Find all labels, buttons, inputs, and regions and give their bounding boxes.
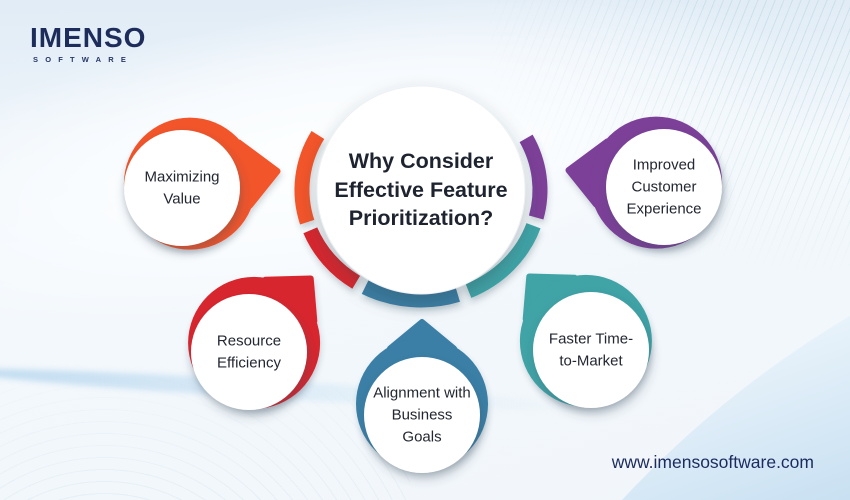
satellite-label-improved-customer-experience: Improved Customer Experience: [626, 156, 702, 217]
ring-segment-faster-time-to-market: [465, 222, 541, 298]
satellite-resource-efficiency: [188, 275, 321, 410]
satellite-disc: [124, 130, 240, 246]
satellite-label-resource-efficiency: Resource Efficiency: [216, 332, 282, 371]
satellite-improved-customer-experience: [565, 116, 723, 249]
satellite-disc: [606, 129, 722, 245]
satellite-label-maximizing-value: Maximizing Value: [144, 168, 220, 207]
ring-segment-resource-efficiency: [303, 227, 361, 289]
hub-title: Why Consider Effective Feature Prioritiz…: [334, 149, 508, 231]
satellite-disc: [191, 294, 307, 410]
logo: IMENSO SOFTWARE: [30, 22, 146, 64]
satellite-disc: [364, 357, 480, 473]
ring-segment-maximizing-value: [294, 131, 325, 225]
satellite-maximizing-value: [123, 117, 281, 250]
ring-segment-alignment-with-business-goals: [361, 280, 460, 308]
hub-ring-segments: [294, 131, 548, 308]
satellite-disc: [533, 292, 649, 408]
logo-subtitle: SOFTWARE: [33, 55, 134, 64]
satellite-label-alignment-with-business-goals: Alignment with Business Goals: [373, 384, 471, 445]
website-link[interactable]: www.imensosoftware.com: [611, 452, 814, 472]
satellite-faster-time-to-market: [519, 273, 652, 408]
satellite-alignment-with-business-goals: [356, 319, 488, 473]
hub-disc: [316, 85, 526, 295]
logo-wordmark: IMENSO: [30, 22, 147, 53]
ring-segment-improved-customer-experience: [519, 134, 548, 220]
satellite-label-faster-time-to-market: Faster Time- to-Market: [548, 330, 634, 369]
background-corner-shape: [622, 316, 850, 500]
